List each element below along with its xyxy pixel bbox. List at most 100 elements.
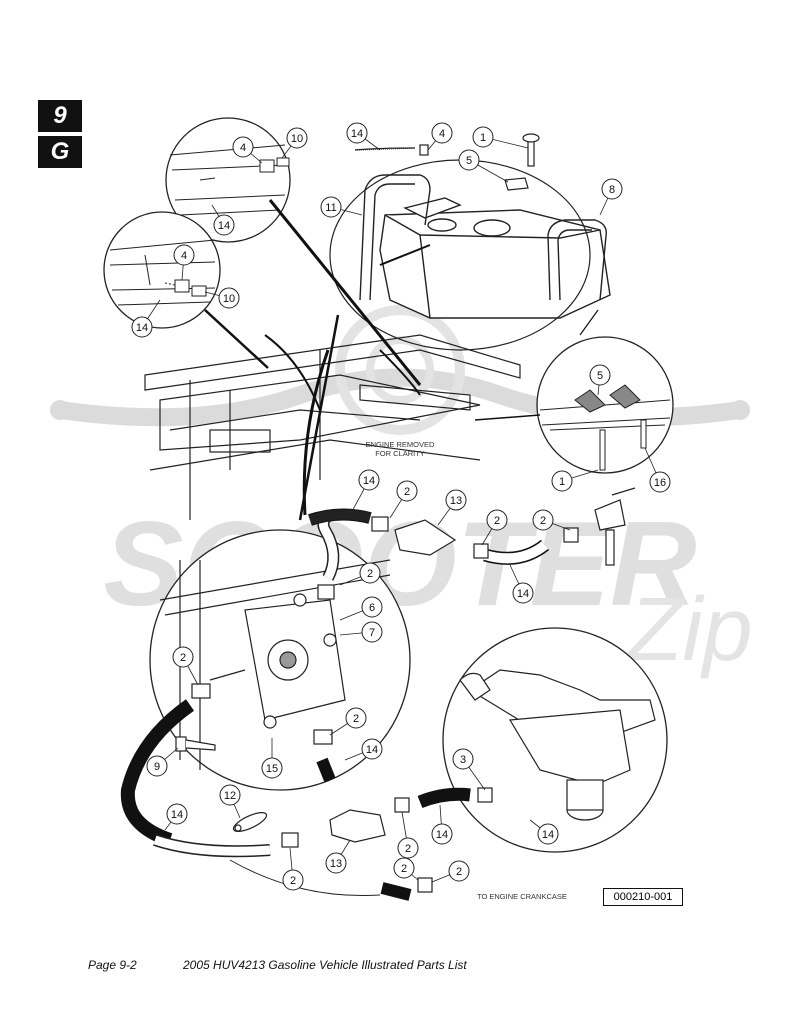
callout-c8: 10 (281, 127, 308, 159)
callout-number: 3 (460, 754, 466, 766)
callout-circle (325, 852, 347, 874)
callout-number: 4 (240, 142, 246, 154)
callout-c23: 6 (339, 596, 383, 621)
callout-circle (532, 509, 554, 531)
callout-circle (345, 707, 367, 729)
callout-c36: 2 (397, 811, 419, 859)
callout-circle (213, 214, 235, 236)
callout-c39: 2 (431, 860, 470, 883)
callout-c7: 4 (232, 136, 263, 164)
callout-number: 13 (450, 495, 462, 507)
callout-c21: 14 (509, 564, 534, 604)
watermark-script: Zip (625, 580, 752, 680)
callout-number: 4 (439, 128, 445, 140)
chassis-frame (144, 334, 521, 520)
callout-c9: 14 (211, 204, 235, 236)
callout-c26: 2 (329, 707, 367, 736)
callout-number: 16 (654, 477, 666, 489)
callout-c35: 13 (325, 839, 351, 874)
footer-title: 2005 HUV4213 Gasoline Vehicle Illustrate… (183, 958, 467, 972)
callout-number: 14 (218, 220, 230, 232)
tank-strap-right (547, 219, 607, 301)
callout-circle (431, 122, 453, 144)
callout-circle (486, 509, 508, 531)
callout-c30: 3 (452, 748, 486, 791)
callout-circle (232, 136, 254, 158)
callout-number: 10 (291, 133, 303, 145)
callout-number: 2 (494, 515, 500, 527)
callout-c5: 11 (320, 196, 363, 218)
callout-circle (452, 748, 474, 770)
callout-c27: 9 (146, 747, 179, 777)
callout-number: 4 (181, 250, 187, 262)
callout-c14: 1 (551, 469, 599, 492)
callout-number: 2 (401, 863, 407, 875)
callout-c16: 14 (349, 469, 380, 516)
callout-c28: 15 (261, 738, 283, 779)
callout-number: 14 (517, 588, 529, 600)
fuel-filter-upper (371, 516, 489, 559)
engine-removed-line1: ENGINE REMOVED (365, 440, 435, 449)
engine-removed-note: ENGINE REMOVED FOR CLARITY (355, 440, 445, 458)
section-number-tab: 9 (38, 100, 82, 132)
line-clip (232, 812, 268, 832)
drawing-code: 000210-001 (603, 888, 683, 906)
callout-number: 14 (436, 829, 448, 841)
callout-circle (320, 196, 342, 218)
callout-c13: 5 (589, 364, 611, 396)
callout-c33: 14 (431, 804, 453, 845)
callout-number: 15 (266, 763, 278, 775)
callout-number: 12 (224, 790, 236, 802)
callout-c12: 14 (131, 299, 161, 338)
callout-c2: 4 (427, 122, 453, 151)
callout-c1: 14 (346, 122, 381, 151)
engine-removed-line2: FOR CLARITY (375, 449, 425, 458)
callout-circle (472, 126, 494, 148)
callout-circle (397, 837, 419, 859)
leader-arrows (204, 199, 599, 521)
callout-circle (396, 480, 418, 502)
footer-page: Page 9-2 (88, 958, 137, 972)
callout-circle (361, 621, 383, 643)
callout-circle (131, 316, 153, 338)
callout-number: 2 (290, 875, 296, 887)
callout-circle (346, 122, 368, 144)
callout-c17: 2 (389, 480, 418, 519)
callout-number: 5 (597, 370, 603, 382)
callout-circle (537, 823, 559, 845)
callout-circle (431, 823, 453, 845)
callout-number: 2 (405, 843, 411, 855)
callout-c3: 1 (472, 126, 529, 149)
callout-c31: 12 (219, 784, 241, 819)
callout-circle (551, 470, 573, 492)
callout-number: 6 (369, 602, 375, 614)
callout-number: 2 (456, 866, 462, 878)
callout-c32: 14 (164, 803, 188, 831)
callout-number: 14 (171, 809, 183, 821)
callout-circle (393, 857, 415, 879)
callout-number: 13 (330, 858, 342, 870)
callout-circle (512, 582, 534, 604)
tank-hardware (354, 133, 540, 191)
fuel-tank (379, 197, 611, 319)
callout-circle (361, 738, 383, 760)
callout-number: 1 (480, 132, 486, 144)
detail-circle-right (536, 336, 674, 474)
callout-c11: 10 (204, 287, 240, 309)
callout-c4: 5 (458, 149, 509, 183)
detail-circle-left (103, 211, 221, 329)
callout-circle (219, 784, 241, 806)
callout-c19: 2 (481, 509, 508, 546)
callout-number: 11 (325, 202, 336, 214)
callout-number: 8 (609, 184, 615, 196)
detail-circle-engine (442, 627, 668, 853)
callout-circle (286, 127, 308, 149)
callout-number: 2 (353, 713, 359, 725)
callout-number: 10 (223, 293, 235, 305)
callout-c25: 2 (172, 646, 199, 686)
callout-c18: 13 (437, 489, 467, 526)
bolt (175, 736, 216, 752)
callout-number: 14 (542, 829, 554, 841)
callout-circle (649, 471, 671, 493)
